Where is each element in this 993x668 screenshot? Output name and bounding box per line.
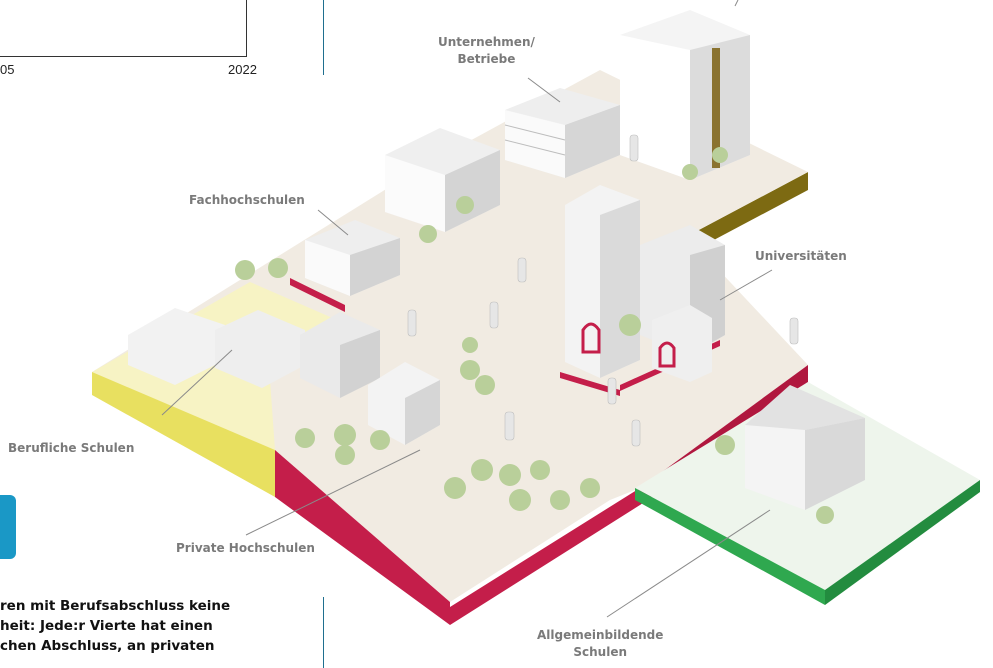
x-tick-right: 2022 bbox=[228, 62, 257, 77]
column-divider-bottom bbox=[323, 597, 324, 668]
column-divider-top bbox=[323, 0, 324, 75]
caption-text: ren mit Berufsabschluss keine heit: Jede… bbox=[0, 596, 230, 656]
caption-line1: ren mit Berufsabschluss keine bbox=[0, 598, 231, 614]
building-office bbox=[504, 88, 620, 178]
label-unternehmen: Unternehmen/ Betriebe bbox=[438, 34, 535, 68]
people bbox=[407, 134, 799, 447]
caption-line3: chen Abschluss, an privaten bbox=[0, 638, 215, 654]
building-allgemeinbildende-schule bbox=[745, 385, 865, 510]
label-unternehmen-line2: Betriebe bbox=[457, 52, 516, 66]
side-tab bbox=[0, 495, 16, 559]
label-berufliche-schulen: Berufliche Schulen bbox=[8, 441, 135, 455]
label-allgemeinbildende-schulen: Allgemeinbildende Schulen bbox=[537, 627, 663, 661]
caption-line2: heit: Jede:r Vierte hat einen bbox=[0, 618, 213, 634]
building-private-hochschule bbox=[368, 362, 440, 445]
building-fachhochschule bbox=[305, 128, 500, 296]
label-allgemein-line1: Allgemeinbildende bbox=[537, 628, 664, 642]
platform-green-side bbox=[635, 488, 825, 605]
leader-lines bbox=[161, 0, 773, 618]
platform-red-side bbox=[275, 450, 640, 625]
label-fachhochschulen: Fachhochschulen bbox=[189, 193, 305, 207]
label-unternehmen-line1: Unternehmen/ bbox=[438, 35, 535, 49]
label-allgemein-line2: Schulen bbox=[573, 645, 627, 659]
label-private-hochschulen: Private Hochschulen bbox=[176, 541, 315, 555]
chart-frame-fragment bbox=[0, 0, 247, 57]
building-company-tower bbox=[620, 10, 750, 180]
label-universitaeten: Universitäten bbox=[755, 249, 847, 263]
platform-yellow-side bbox=[92, 372, 275, 497]
platform-green-right-side bbox=[825, 480, 980, 605]
x-tick-left: 05 bbox=[0, 62, 15, 77]
trees bbox=[235, 147, 834, 524]
red-strip-uni-left bbox=[560, 372, 620, 396]
platform-olive-side bbox=[680, 172, 808, 258]
red-strip-fh bbox=[290, 278, 345, 312]
building-berufliche-schulen bbox=[128, 308, 380, 398]
